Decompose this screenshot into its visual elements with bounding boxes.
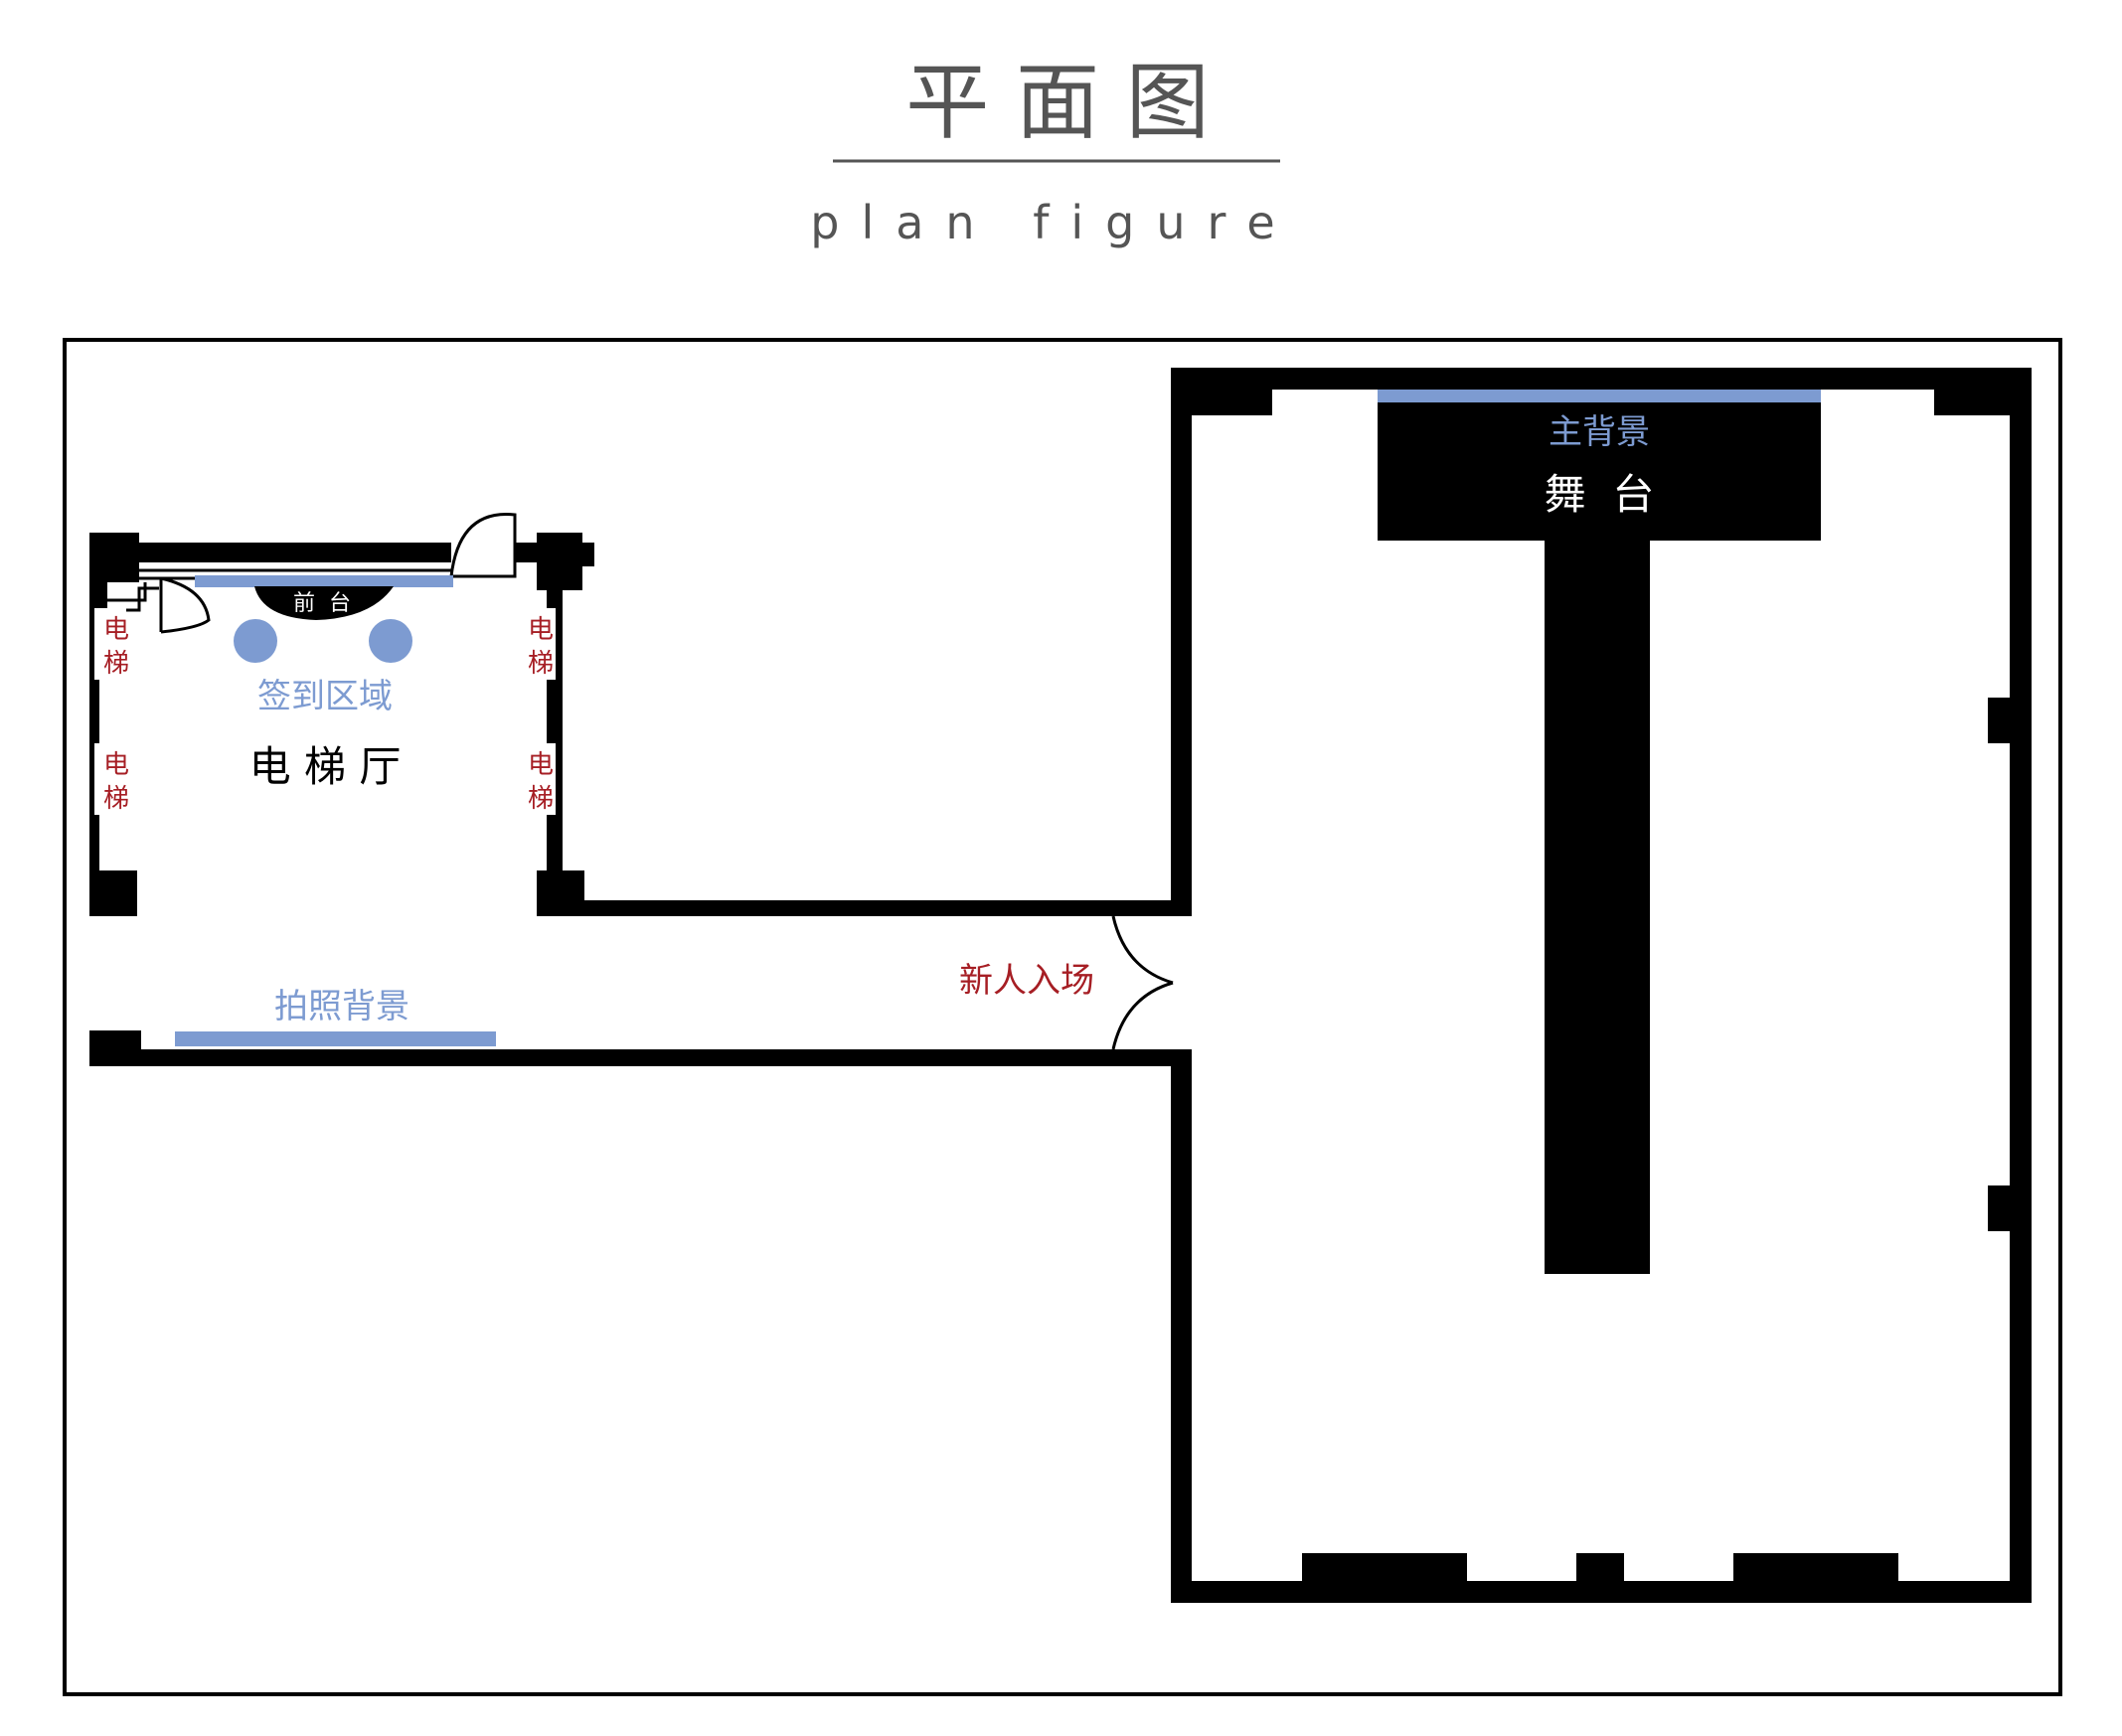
stage (1378, 394, 1821, 541)
hall-pillar (1988, 698, 2032, 743)
entrance-label: 新人入场 (959, 961, 1094, 1001)
corridor: 拍照背景 新人入场 (89, 900, 1192, 1066)
corridor-wall-top (542, 900, 1192, 916)
desk-backdrop-bar (195, 575, 453, 587)
elevator-label: 电 (103, 615, 129, 645)
lobby-wall-left-inner (99, 582, 107, 610)
main-backdrop-bar (1378, 390, 1821, 402)
elevator-door (94, 608, 126, 680)
corridor-pillar (89, 1030, 141, 1066)
checkin-seat (234, 619, 277, 663)
lobby-pillar (89, 533, 139, 582)
stage-label: 舞 台 (1545, 470, 1655, 519)
elevator-label: 梯 (528, 649, 554, 679)
hall-wall-top (1171, 368, 2032, 390)
hall-pillar (1934, 368, 2032, 415)
hall-pillar (1733, 1553, 1898, 1603)
hall-pillar (1988, 1185, 2032, 1231)
runway (1545, 537, 1650, 1274)
lobby-pillar (89, 870, 137, 916)
hall-pillar (1576, 1553, 1624, 1603)
hall-wall-right (2010, 368, 2032, 1603)
hall-pillar (1171, 368, 1272, 415)
lobby-outer-door (449, 513, 517, 578)
lobby-pillar (537, 870, 584, 916)
corridor-wall-bottom (89, 1049, 1192, 1066)
elevator-label: 梯 (528, 784, 554, 814)
checkin-seat (369, 619, 412, 663)
entrance-door (1111, 915, 1174, 1050)
elevator-label: 电 (528, 615, 554, 645)
plan-title: 平 面 图 (905, 54, 1209, 151)
elevator-lobby: 电 梯 电 梯 电 梯 电 梯 前 台 签到区域 电 梯 厅 (89, 513, 594, 916)
hall-wall-left-lower (1171, 1050, 1192, 1603)
front-desk-label: 前 台 (293, 591, 351, 616)
lobby-wall-top (89, 543, 451, 562)
lobby-pillar (537, 533, 582, 590)
elevator-label: 梯 (103, 649, 129, 679)
elevator-door (94, 743, 126, 815)
outer-frame (63, 338, 2062, 1696)
elevator-door (524, 743, 556, 815)
elevator-label: 梯 (103, 784, 129, 814)
elevator-label: 电 (528, 750, 554, 780)
hall-wall-left-upper (1171, 368, 1192, 916)
elevator-label: 电 (103, 750, 129, 780)
photo-backdrop-bar (175, 1031, 496, 1046)
plan-subtitle: plan figure (810, 196, 1296, 249)
banquet-hall: 主背景 舞 台 (1171, 368, 2032, 1603)
main-backdrop-label: 主背景 (1549, 412, 1650, 452)
front-desk (254, 586, 394, 620)
photo-backdrop-label: 拍照背景 (274, 987, 409, 1026)
lobby-wall-left (89, 582, 99, 870)
hall-pillar (1302, 1553, 1467, 1603)
lobby-inner-door (159, 576, 211, 634)
elevator-door (524, 608, 556, 680)
checkin-area-label: 签到区域 (257, 677, 393, 716)
elevator-hall-label: 电 梯 厅 (249, 742, 402, 791)
lobby-pillar (582, 545, 594, 566)
lobby-closet (107, 582, 147, 602)
